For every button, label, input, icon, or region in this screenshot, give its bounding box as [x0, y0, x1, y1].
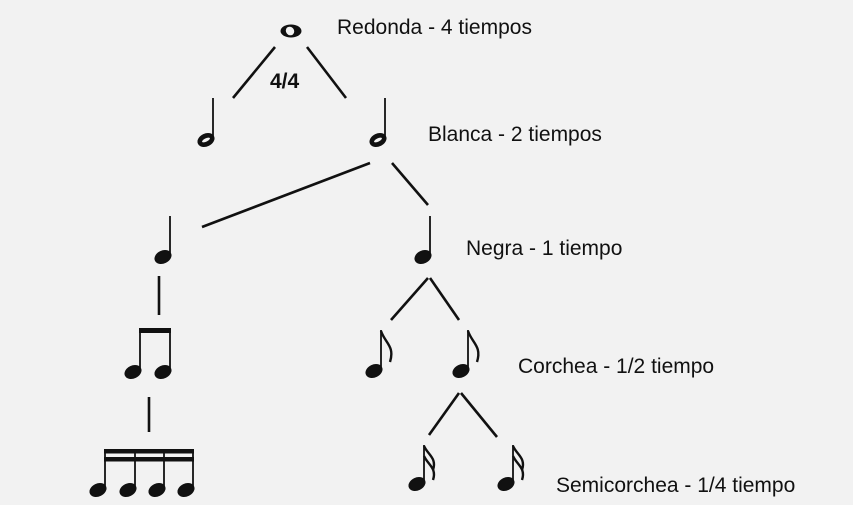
line-corchea-right — [459, 392, 499, 438]
negra-label: Negra - 1 tiempo — [466, 237, 623, 260]
beamed-semicorcheas-icon — [87, 449, 197, 500]
corchea-note-icon — [450, 330, 480, 381]
negra-note-icon — [412, 216, 434, 267]
line-blanca-left — [201, 161, 371, 229]
beamed-corcheas-icon — [122, 328, 174, 382]
semicorchea-label: Semicorchea - 1/4 tiempo — [556, 474, 796, 497]
time-signature: 4/4 — [270, 70, 300, 93]
line-blanca-right — [391, 162, 429, 206]
semicorchea-note-icon — [495, 445, 525, 494]
line-redonda-right — [305, 46, 348, 99]
line-redonda-left — [231, 46, 277, 99]
corchea-label: Corchea - 1/2 tiempo — [518, 355, 715, 378]
blanca-note-icon — [195, 98, 217, 150]
connector-lines — [147, 46, 499, 438]
line-negra-left — [390, 277, 429, 321]
negra-note-icon — [152, 216, 174, 267]
redonda-note-icon — [280, 24, 302, 38]
blanca-note-icon — [367, 98, 389, 150]
redonda-label: Redonda - 4 tiempos — [337, 16, 532, 39]
line-corchea-left — [427, 392, 461, 436]
blanca-label: Blanca - 2 tiempos — [428, 123, 602, 146]
line-negra-right — [428, 277, 461, 321]
corchea-note-icon — [363, 330, 393, 381]
semicorchea-note-icon — [406, 445, 436, 494]
